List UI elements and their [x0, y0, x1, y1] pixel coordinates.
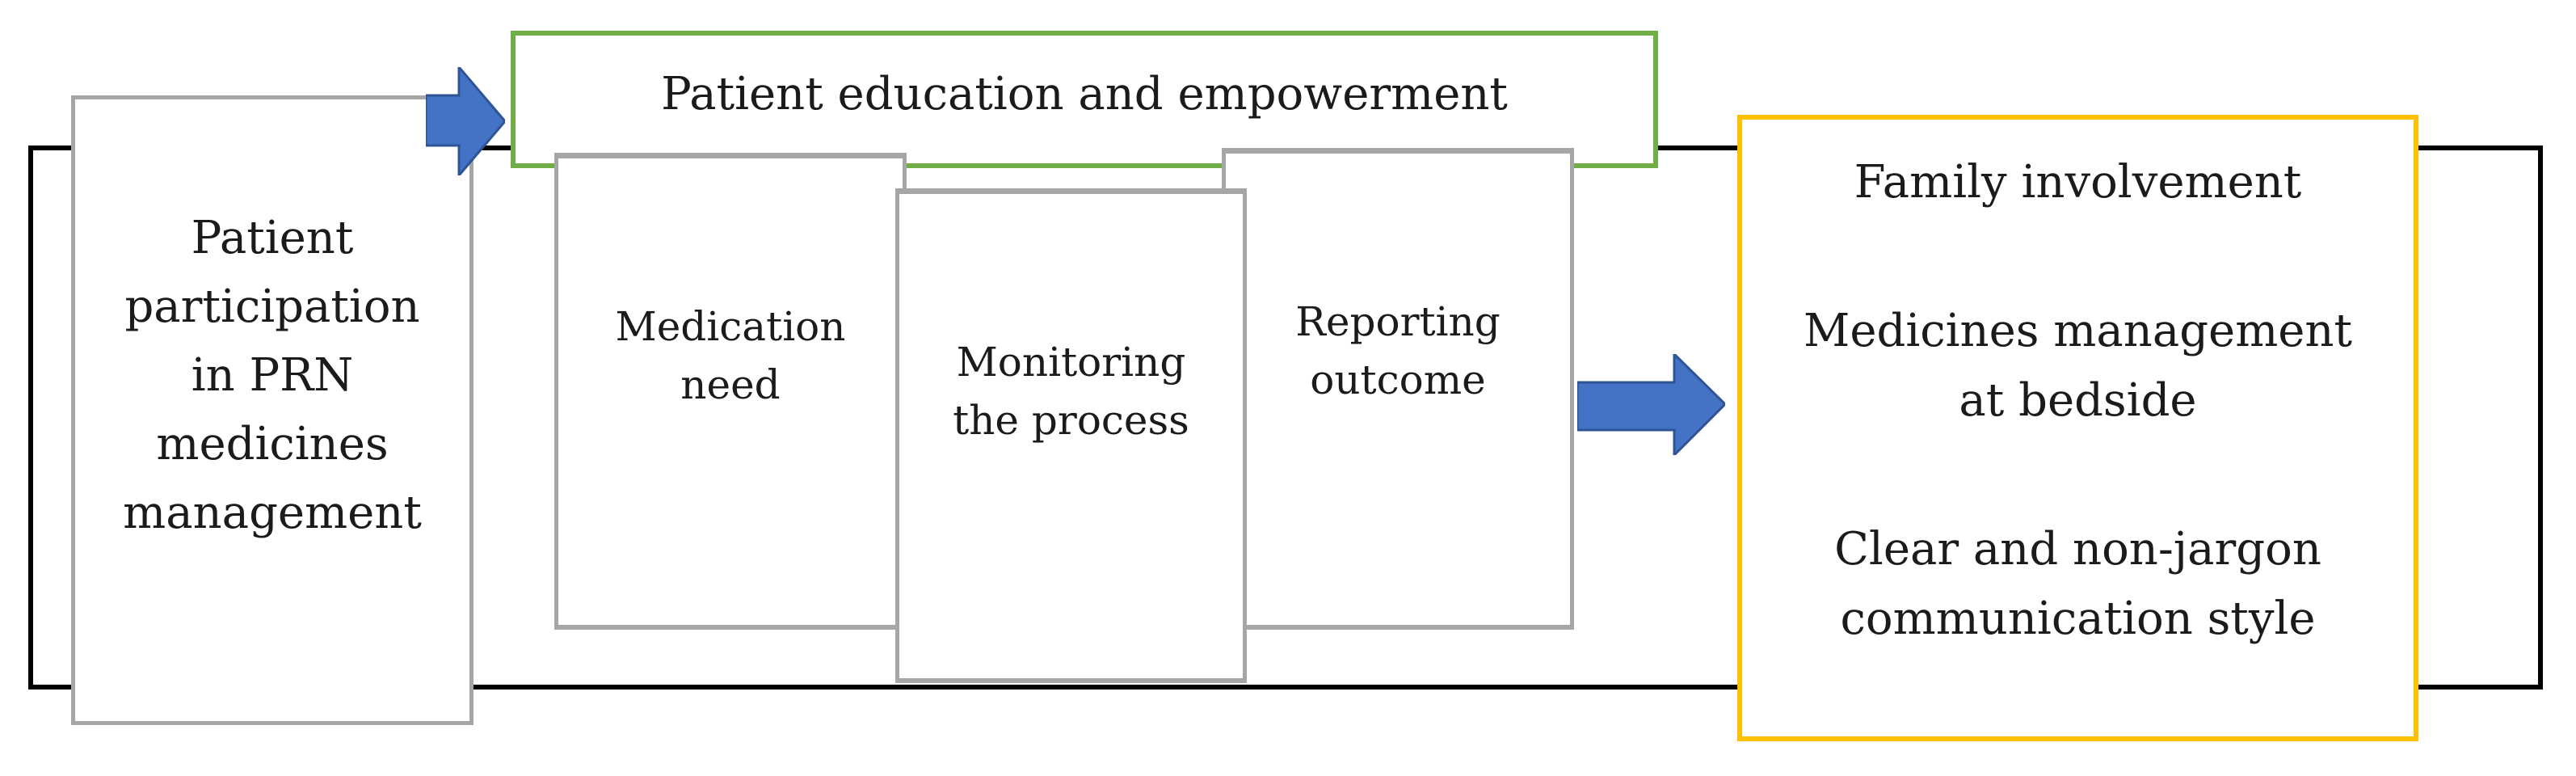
box-text-line: Monitoring — [956, 339, 1186, 386]
box-text-line: need — [680, 361, 781, 408]
right-arrow-shape — [1577, 354, 1725, 455]
box-text-line: management — [123, 487, 422, 539]
reporting-outcome-text: Reporting outcome — [1226, 154, 1570, 625]
box-text-line: in PRN — [191, 349, 354, 402]
monitoring-process-box: Monitoring the process — [895, 188, 1247, 683]
box-text-line: Patient — [191, 212, 354, 264]
box-text-line: Clear and non-jargon — [1834, 523, 2321, 576]
box-text-line: Medication — [615, 303, 846, 350]
box-paragraph: Clear and non-jargon communication style — [1742, 515, 2414, 654]
right-arrow-icon — [426, 67, 505, 175]
box-text-line: Medicines management — [1804, 305, 2352, 357]
patient-education-box: Patient education and empowerment — [511, 31, 1658, 168]
patient-participation-text: Patient participation in PRN medicines m… — [75, 99, 469, 721]
medication-need-text: Medication need — [558, 158, 903, 625]
patient-education-label: Patient education and empowerment — [661, 67, 1508, 120]
right-arrow-icon — [1577, 354, 1725, 455]
box-paragraph: Family involvement — [1742, 148, 2414, 217]
family-involvement-box: Family involvement Medicines management … — [1737, 115, 2418, 741]
monitoring-process-text: Monitoring the process — [899, 194, 1243, 678]
right-arrow-shape — [426, 67, 505, 175]
family-involvement-text: Family involvement Medicines management … — [1742, 120, 2414, 736]
box-text-line: at bedside — [1959, 374, 2197, 427]
box-text-line: the process — [953, 397, 1189, 444]
box-text-line: Reporting — [1295, 298, 1501, 345]
box-text-line: outcome — [1310, 356, 1486, 403]
box-text-line: Family involvement — [1854, 156, 2302, 209]
box-paragraph: Medicines management at bedside — [1742, 297, 2414, 436]
reporting-outcome-box: Reporting outcome — [1222, 148, 1574, 630]
medication-need-box: Medication need — [554, 153, 907, 630]
patient-participation-box: Patient participation in PRN medicines m… — [71, 95, 474, 725]
box-text-line: communication style — [1840, 593, 2316, 645]
box-text-line: participation — [124, 280, 420, 333]
box-text-line: medicines — [156, 418, 389, 470]
